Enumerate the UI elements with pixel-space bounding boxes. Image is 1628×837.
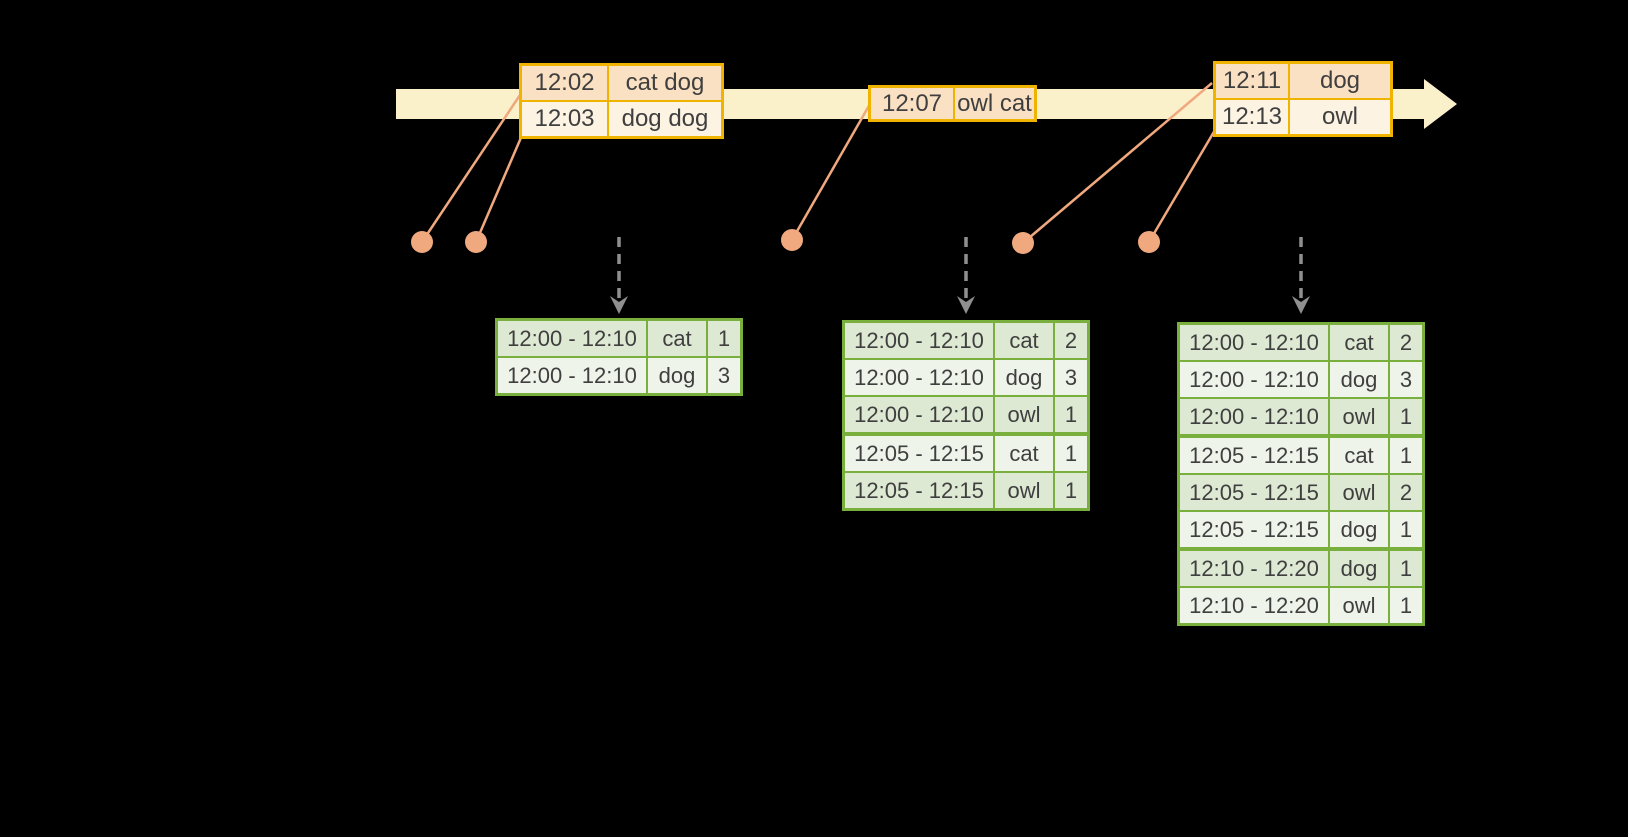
count-cell: 3: [1390, 362, 1422, 397]
event-time-cell: 12:11: [1216, 64, 1288, 98]
window-cell: 12:10 - 12:20: [1180, 551, 1328, 586]
result-row: 12:05 - 12:15 cat 1: [845, 436, 1087, 471]
event-row: 12:11 dog: [1216, 64, 1390, 98]
count-cell: 1: [1055, 397, 1087, 432]
window-cell: 12:00 - 12:10: [1180, 399, 1328, 434]
event-dot-icon: [1138, 231, 1160, 253]
word-cell: owl: [1330, 475, 1388, 510]
result-table-1: 12:00 - 12:10 cat 1 12:00 - 12:10 dog 3: [495, 318, 743, 396]
event-table-3: 12:11 dog 12:13 owl: [1213, 61, 1393, 137]
result-row: 12:10 - 12:20 owl 1: [1180, 588, 1422, 623]
count-cell: 1: [1390, 438, 1422, 473]
word-cell: dog: [1330, 551, 1388, 586]
event-row: 12:02 cat dog: [522, 66, 721, 100]
timeline-arrowhead-icon: [1424, 79, 1457, 129]
event-dot-icon: [781, 229, 803, 251]
event-connector-line: [474, 132, 525, 243]
event-words-cell: cat dog: [609, 66, 721, 100]
event-connector-line: [1147, 129, 1217, 243]
event-words-cell: dog: [1290, 64, 1390, 98]
window-cell: 12:00 - 12:10: [498, 358, 646, 393]
window-cell: 12:00 - 12:10: [845, 323, 993, 358]
result-row: 12:00 - 12:10 dog 3: [845, 360, 1087, 395]
count-cell: 1: [1390, 551, 1422, 586]
event-words-cell: owl cat: [955, 88, 1034, 119]
count-cell: 3: [1055, 360, 1087, 395]
count-cell: 1: [708, 321, 740, 356]
word-cell: dog: [648, 358, 706, 393]
event-row: 12:13 owl: [1216, 100, 1390, 134]
window-cell: 12:00 - 12:10: [1180, 325, 1328, 360]
result-row: 12:10 - 12:20 dog 1: [1180, 551, 1422, 586]
result-row: 12:05 - 12:15 dog 1: [1180, 512, 1422, 547]
word-cell: owl: [1330, 399, 1388, 434]
word-cell: owl: [995, 397, 1053, 432]
window-cell: 12:05 - 12:15: [1180, 475, 1328, 510]
result-table-3: 12:00 - 12:10 cat 2 12:00 - 12:10 dog 3 …: [1177, 322, 1425, 626]
result-row: 12:00 - 12:10 cat 1: [498, 321, 740, 356]
window-cell: 12:00 - 12:10: [845, 397, 993, 432]
result-row: 12:05 - 12:15 owl 1: [845, 473, 1087, 508]
result-table-2: 12:00 - 12:10 cat 2 12:00 - 12:10 dog 3 …: [842, 320, 1090, 511]
event-time-cell: 12:13: [1216, 100, 1288, 134]
window-cell: 12:00 - 12:10: [1180, 362, 1328, 397]
count-cell: 2: [1390, 325, 1422, 360]
event-words-cell: owl: [1290, 100, 1390, 134]
word-cell: cat: [995, 323, 1053, 358]
trigger-arrows: [610, 237, 1310, 314]
count-cell: 1: [1055, 473, 1087, 508]
trigger-arrowhead-icon: [610, 296, 628, 314]
result-row: 12:05 - 12:15 cat 1: [1180, 438, 1422, 473]
event-dot-icon: [465, 231, 487, 253]
event-connector-line: [420, 94, 522, 243]
window-cell: 12:05 - 12:15: [845, 473, 993, 508]
event-dot-icon: [1012, 232, 1034, 254]
result-row: 12:00 - 12:10 owl 1: [845, 397, 1087, 432]
event-dots: [411, 229, 1160, 254]
result-row: 12:00 - 12:10 dog 3: [498, 358, 740, 393]
count-cell: 3: [708, 358, 740, 393]
event-connector-lines: [420, 82, 1217, 244]
word-cell: cat: [1330, 325, 1388, 360]
trigger-arrowhead-icon: [957, 296, 975, 314]
event-row: 12:03 dog dog: [522, 102, 721, 136]
event-time-cell: 12:03: [522, 102, 607, 136]
count-cell: 1: [1390, 512, 1422, 547]
count-cell: 1: [1390, 588, 1422, 623]
result-row: 12:00 - 12:10 dog 3: [1180, 362, 1422, 397]
result-row: 12:00 - 12:10 cat 2: [845, 323, 1087, 358]
event-time-cell: 12:02: [522, 66, 607, 100]
event-words-cell: dog dog: [609, 102, 721, 136]
event-connector-line: [790, 103, 872, 241]
result-row: 12:00 - 12:10 cat 2: [1180, 325, 1422, 360]
result-row: 12:05 - 12:15 owl 2: [1180, 475, 1422, 510]
event-table-2: 12:07 owl cat: [868, 85, 1037, 122]
word-cell: owl: [995, 473, 1053, 508]
result-row: 12:00 - 12:10 owl 1: [1180, 399, 1422, 434]
window-cell: 12:00 - 12:10: [498, 321, 646, 356]
window-cell: 12:05 - 12:15: [1180, 512, 1328, 547]
trigger-arrowhead-icon: [1292, 296, 1310, 314]
word-cell: cat: [995, 436, 1053, 471]
count-cell: 2: [1055, 323, 1087, 358]
event-row: 12:07 owl cat: [871, 88, 1034, 119]
word-cell: owl: [1330, 588, 1388, 623]
event-connector-line: [1022, 82, 1213, 244]
word-cell: dog: [1330, 512, 1388, 547]
word-cell: cat: [648, 321, 706, 356]
count-cell: 1: [1390, 399, 1422, 434]
word-cell: cat: [1330, 438, 1388, 473]
count-cell: 1: [1055, 436, 1087, 471]
window-cell: 12:05 - 12:15: [845, 436, 993, 471]
word-cell: dog: [995, 360, 1053, 395]
window-cell: 12:10 - 12:20: [1180, 588, 1328, 623]
window-cell: 12:00 - 12:10: [845, 360, 993, 395]
window-cell: 12:05 - 12:15: [1180, 438, 1328, 473]
count-cell: 2: [1390, 475, 1422, 510]
event-time-cell: 12:07: [871, 88, 953, 119]
event-table-1: 12:02 cat dog 12:03 dog dog: [519, 63, 724, 139]
word-cell: dog: [1330, 362, 1388, 397]
event-dot-icon: [411, 231, 433, 253]
